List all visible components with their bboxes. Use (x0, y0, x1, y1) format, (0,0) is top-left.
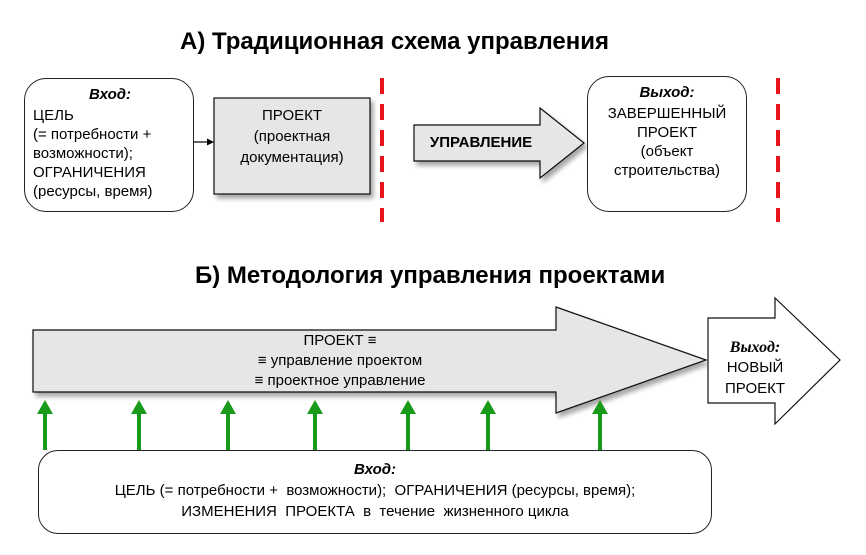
output-arrow-line-1: НОВЫЙ (726, 359, 784, 376)
input-line-4: ОГРАНИЧЕНИЯ (33, 164, 146, 181)
input-heading-b: Вход: (353, 461, 397, 478)
output-arrow-shape (707, 296, 841, 426)
big-project-arrow-shape (32, 306, 708, 414)
input-heading-a: Вход: (88, 86, 132, 103)
output-box-a: Выход: ЗАВЕРШЕННЫЙ ПРОЕКТ (объект строит… (587, 76, 747, 212)
management-arrow-label: УПРАВЛЕНИЕ (429, 134, 533, 151)
section-b-title: Б) Методология управления проектами (195, 262, 666, 289)
up-arrow-1 (37, 400, 53, 450)
input-line-1: ЦЕЛЬ (33, 107, 74, 124)
output-arrow-heading: Выход: (729, 339, 781, 356)
section-a-title: А) Традиционная схема управления (180, 28, 609, 55)
project-line-3: документация) (240, 149, 344, 166)
project-box-a: ПРОЕКТ (проектная документация) (214, 105, 370, 185)
management-arrow-shape (413, 106, 585, 180)
up-arrow-6 (480, 400, 496, 450)
up-arrow-3 (220, 400, 236, 450)
output-line-3: (объект (640, 143, 694, 160)
big-arrow-line-3: ≡ проектное управление (254, 372, 426, 389)
output-arrow-text: Выход: НОВЫЙ ПРОЕКТ (710, 338, 800, 399)
input-line-3: возможности); (33, 145, 133, 162)
project-line-1: ПРОЕКТ (261, 107, 323, 124)
output-line-1: ЗАВЕРШЕННЫЙ (607, 105, 727, 122)
up-arrow-7 (592, 400, 608, 450)
up-arrow-4 (307, 400, 323, 450)
big-arrow-text: ПРОЕКТ ≡ ≡ управление проектом ≡ проектн… (190, 331, 490, 391)
input-b-line-2: ИЗМЕНЕНИЯ ПРОЕКТА в течение жизненного ц… (181, 503, 569, 520)
output-heading-a: Выход: (639, 84, 695, 101)
up-arrow-2 (131, 400, 147, 450)
big-arrow-line-2: ≡ управление проектом (257, 352, 423, 369)
input-line-5: (ресурсы, время) (33, 183, 153, 200)
project-line-2: (проектная (253, 128, 331, 145)
output-line-4: строительства) (613, 162, 721, 179)
output-arrow-line-2: ПРОЕКТ (724, 380, 786, 397)
output-line-2: ПРОЕКТ (636, 124, 698, 141)
input-box-a: Вход: ЦЕЛЬ (= потребности + возможности)… (24, 78, 194, 212)
up-arrow-5 (400, 400, 416, 450)
big-arrow-line-1: ПРОЕКТ ≡ (303, 332, 377, 349)
connector-arrow (193, 138, 214, 146)
input-b-line-1: ЦЕЛЬ (= потребности + возможности); ОГРА… (114, 482, 636, 499)
input-line-2: (= потребности + (33, 126, 152, 143)
project-box-shape (213, 97, 371, 195)
up-arrows (37, 400, 608, 450)
input-box-b: Вход: ЦЕЛЬ (= потребности + возможности)… (38, 450, 712, 534)
